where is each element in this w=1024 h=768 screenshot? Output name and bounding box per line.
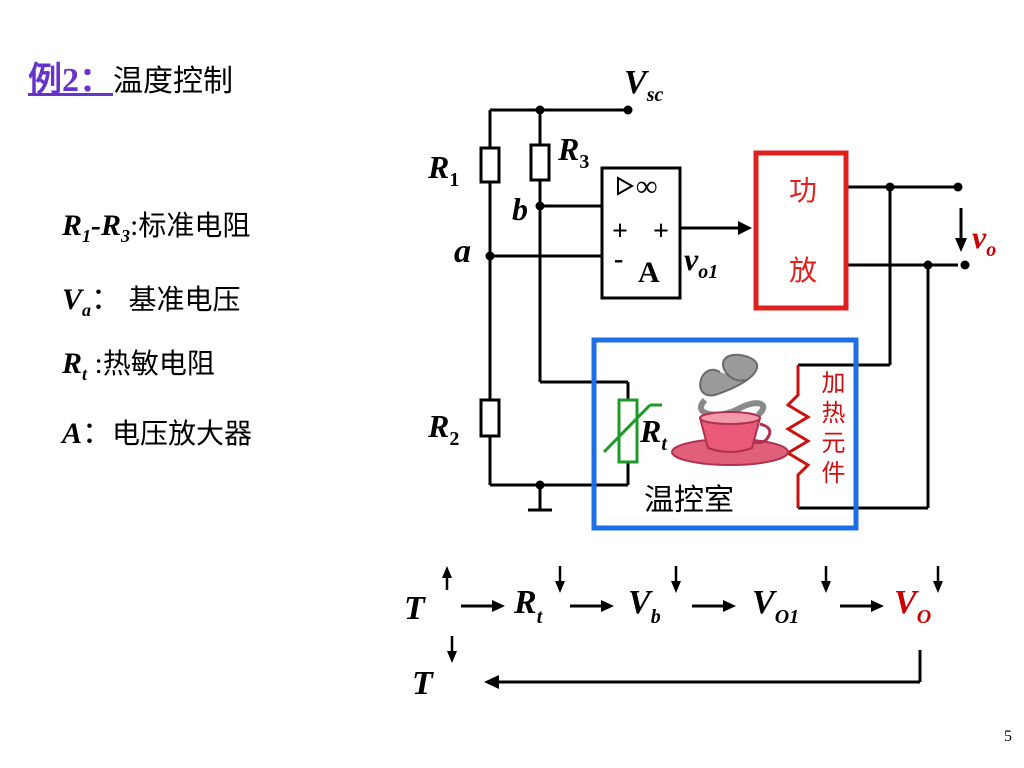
r1-label: R1 — [427, 149, 459, 191]
power-amp-char-2: 放 — [789, 254, 817, 287]
example-link[interactable]: 例2： — [28, 62, 113, 99]
vsc-label: Vsc — [624, 64, 663, 106]
amp-triangle-icon — [617, 176, 635, 196]
teacup-icon — [671, 353, 789, 466]
control-flow-chain: T Rt Vb VO1 VO T — [404, 566, 943, 702]
node-b-label: b — [512, 191, 528, 227]
heater-label: 加热元件 — [817, 370, 845, 490]
heater-coil-icon — [785, 365, 811, 508]
page-number: 5 — [1004, 728, 1012, 745]
chamber-label: 温控室 — [644, 483, 734, 518]
amp-infinity-symbol: ∞ — [636, 170, 657, 203]
power-amp-box — [753, 150, 849, 311]
amp-output-arrowhead — [738, 221, 752, 235]
amplifier-box — [600, 166, 682, 300]
vo-label: vo — [972, 219, 996, 261]
node-a-label: a — [454, 233, 471, 270]
flow-step-t: T — [404, 590, 426, 627]
vo1-label: vo1 — [684, 241, 718, 283]
power-amp-char-1: 功 — [789, 174, 817, 207]
legend-item-a: A：电压放大器 — [62, 417, 253, 450]
thermistor-icon — [602, 398, 662, 464]
title-topic: 温度控制 — [113, 64, 233, 99]
amp-plus-output: + — [653, 216, 669, 247]
r3-label: R3 — [557, 131, 589, 173]
junction-dots — [485, 105, 970, 490]
legend-item-r1-r3: R1-R3:标准电阻 — [62, 209, 251, 246]
flow-step-rt: Rt — [513, 584, 544, 628]
flow-step-vo: VO — [894, 584, 931, 628]
flow-step-vo1: VO1 — [752, 584, 799, 628]
resistor-r1 — [479, 146, 501, 184]
flow-step-vb: Vb — [628, 584, 661, 628]
r2-label: R2 — [427, 408, 459, 450]
flow-result-t: T — [412, 665, 434, 702]
amp-plus-input: + — [612, 216, 628, 247]
amp-minus-input: - — [614, 244, 623, 275]
amp-label: A — [638, 256, 660, 289]
legend-item-rt: Rt :热敏电阻 — [62, 347, 215, 384]
chamber-box — [591, 337, 859, 531]
slide-title: 例2：温度控制 — [28, 52, 233, 101]
resistor-r3 — [529, 143, 551, 182]
circuit-wires — [488, 108, 958, 512]
resistor-r2 — [479, 398, 501, 438]
vo-arrowhead — [955, 238, 967, 252]
rt-label: Rt — [639, 413, 668, 455]
legend-item-va: Va： 基准电压 — [62, 283, 241, 320]
